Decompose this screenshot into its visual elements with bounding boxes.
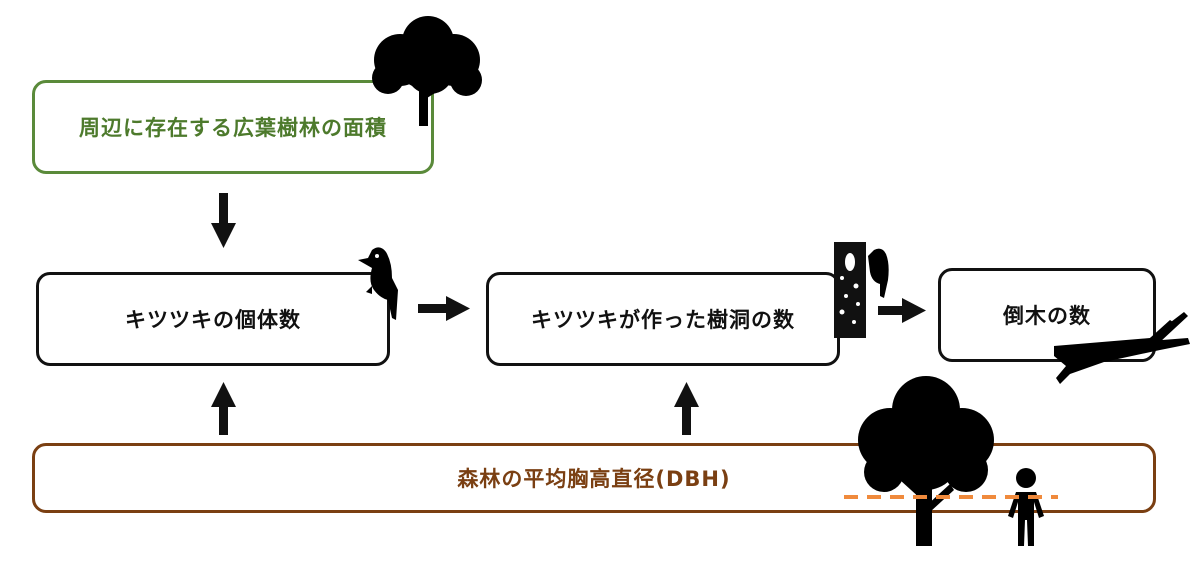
node-label: キツツキの個体数 xyxy=(125,308,301,332)
arrow-up xyxy=(674,382,699,435)
arrow-right xyxy=(878,298,926,323)
node-tree-cavity-count: キツツキが作った樹洞の数 xyxy=(486,272,840,366)
person-icon xyxy=(1008,468,1044,546)
node-label: キツツキが作った樹洞の数 xyxy=(531,308,795,332)
fallen-log-icon xyxy=(1054,312,1190,384)
large-tree-icon xyxy=(858,376,994,546)
node-label: 周辺に存在する広葉樹林の面積 xyxy=(79,116,387,140)
node-label: 森林の平均胸高直径(DBH) xyxy=(457,467,731,491)
node-label: 倒木の数 xyxy=(1003,304,1091,328)
node-broadleaf-forest-area: 周辺に存在する広葉樹林の面積 xyxy=(32,80,434,174)
woodpecker-icon xyxy=(358,247,398,320)
arrow-up xyxy=(211,382,236,435)
tree-icon xyxy=(372,16,482,126)
arrow-down xyxy=(211,193,236,248)
arrow-right xyxy=(418,296,470,321)
node-woodpecker-population: キツツキの個体数 xyxy=(36,272,390,366)
tree-cavity-icon xyxy=(834,242,889,338)
